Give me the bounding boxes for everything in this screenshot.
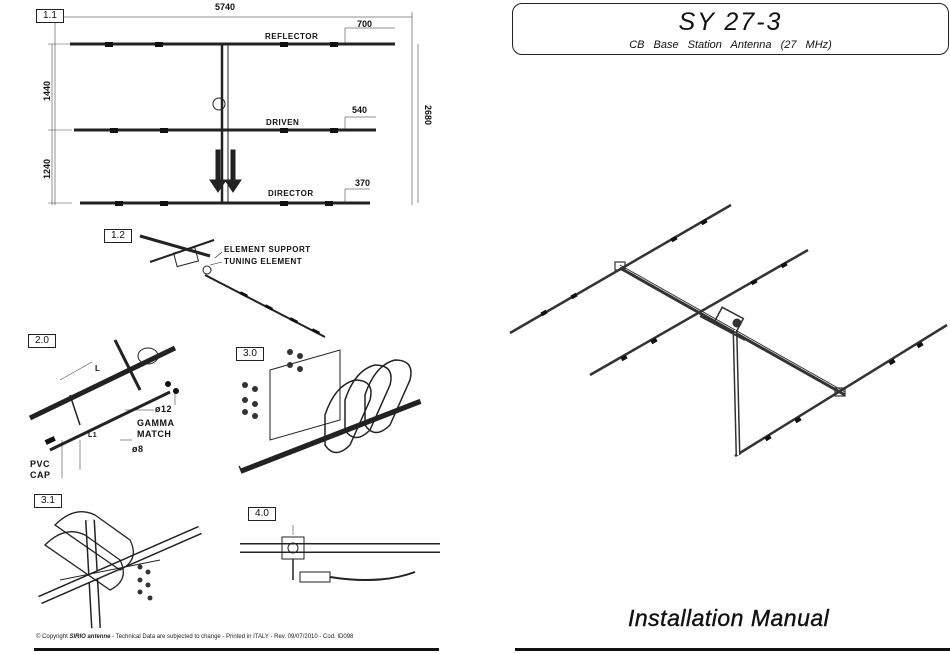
diameter-12-label: ø12: [155, 404, 173, 414]
footer-bar-right: [515, 648, 950, 651]
reflector-label: REFLECTOR: [265, 32, 319, 41]
figure-number-3-0: 3.0: [236, 347, 264, 361]
title-box: SY 27-3 CB Base Station Antenna (27 MHz): [512, 3, 949, 55]
driven-dimension: 540: [352, 105, 368, 115]
tuning-element-label: TUNING ELEMENT: [224, 257, 303, 266]
fig-3-1-drawing: [38, 511, 202, 629]
figure-number-4-0: 4.0: [248, 507, 276, 521]
figure-number-1-2: 1.2: [104, 229, 132, 243]
pvc-label: PVC: [30, 459, 51, 469]
boom-total-dimension: 2680: [423, 105, 433, 126]
figure-number-3-1: 3.1: [34, 494, 62, 508]
diameter-8-label: ø8: [132, 444, 144, 454]
director-dimension: 370: [355, 178, 371, 188]
fig-4-0-drawing: [240, 525, 440, 583]
figure-number-2-0: 2.0: [28, 334, 56, 348]
technical-drawings: [28, 12, 440, 629]
dimension-total-width: 5740: [215, 2, 236, 12]
match-label: MATCH: [137, 429, 172, 439]
copyright-footer: © Copyright SIRIO antenne - Technical Da…: [36, 634, 353, 640]
manual-cover-page: SY 27-3 CB Base Station Antenna (27 MHz): [475, 0, 950, 654]
footer-text: - Technical Data are subjected to change…: [112, 634, 354, 640]
length-L-label: L: [95, 364, 101, 373]
reflector-dimension: 700: [357, 19, 373, 29]
gamma-label: GAMMA: [137, 418, 175, 428]
antenna-illustration: [509, 203, 948, 458]
cap-label: CAP: [30, 470, 51, 480]
fig-1-1-drawing: [48, 12, 419, 205]
fig-2-0-drawing: [28, 339, 177, 478]
manual-left-page: 1.1 5740 REFLECTOR 700 DRIVEN 540 DIRECT…: [28, 2, 440, 651]
copyright-prefix: © Copyright: [36, 634, 68, 640]
product-subtitle: CB Base Station Antenna (27 MHz): [629, 39, 832, 51]
spacing-dimension-2: 1240: [42, 158, 52, 179]
element-support-label: ELEMENT SUPPORT: [224, 245, 311, 254]
footer-bar-left: [34, 648, 439, 651]
length-L1-label: L1: [88, 432, 98, 439]
figure-number-1-1: 1.1: [36, 9, 64, 23]
spacing-dimension-1: 1440: [42, 80, 52, 101]
fig-1-2-drawing: [139, 234, 326, 338]
brand-name: SIRIO antenne: [69, 634, 111, 640]
product-title: SY 27-3: [678, 8, 783, 36]
driven-label: DRIVEN: [266, 118, 300, 127]
fig-3-0-drawing: [238, 349, 422, 474]
director-label: DIRECTOR: [268, 189, 314, 198]
installation-manual-heading: Installation Manual: [628, 605, 830, 631]
